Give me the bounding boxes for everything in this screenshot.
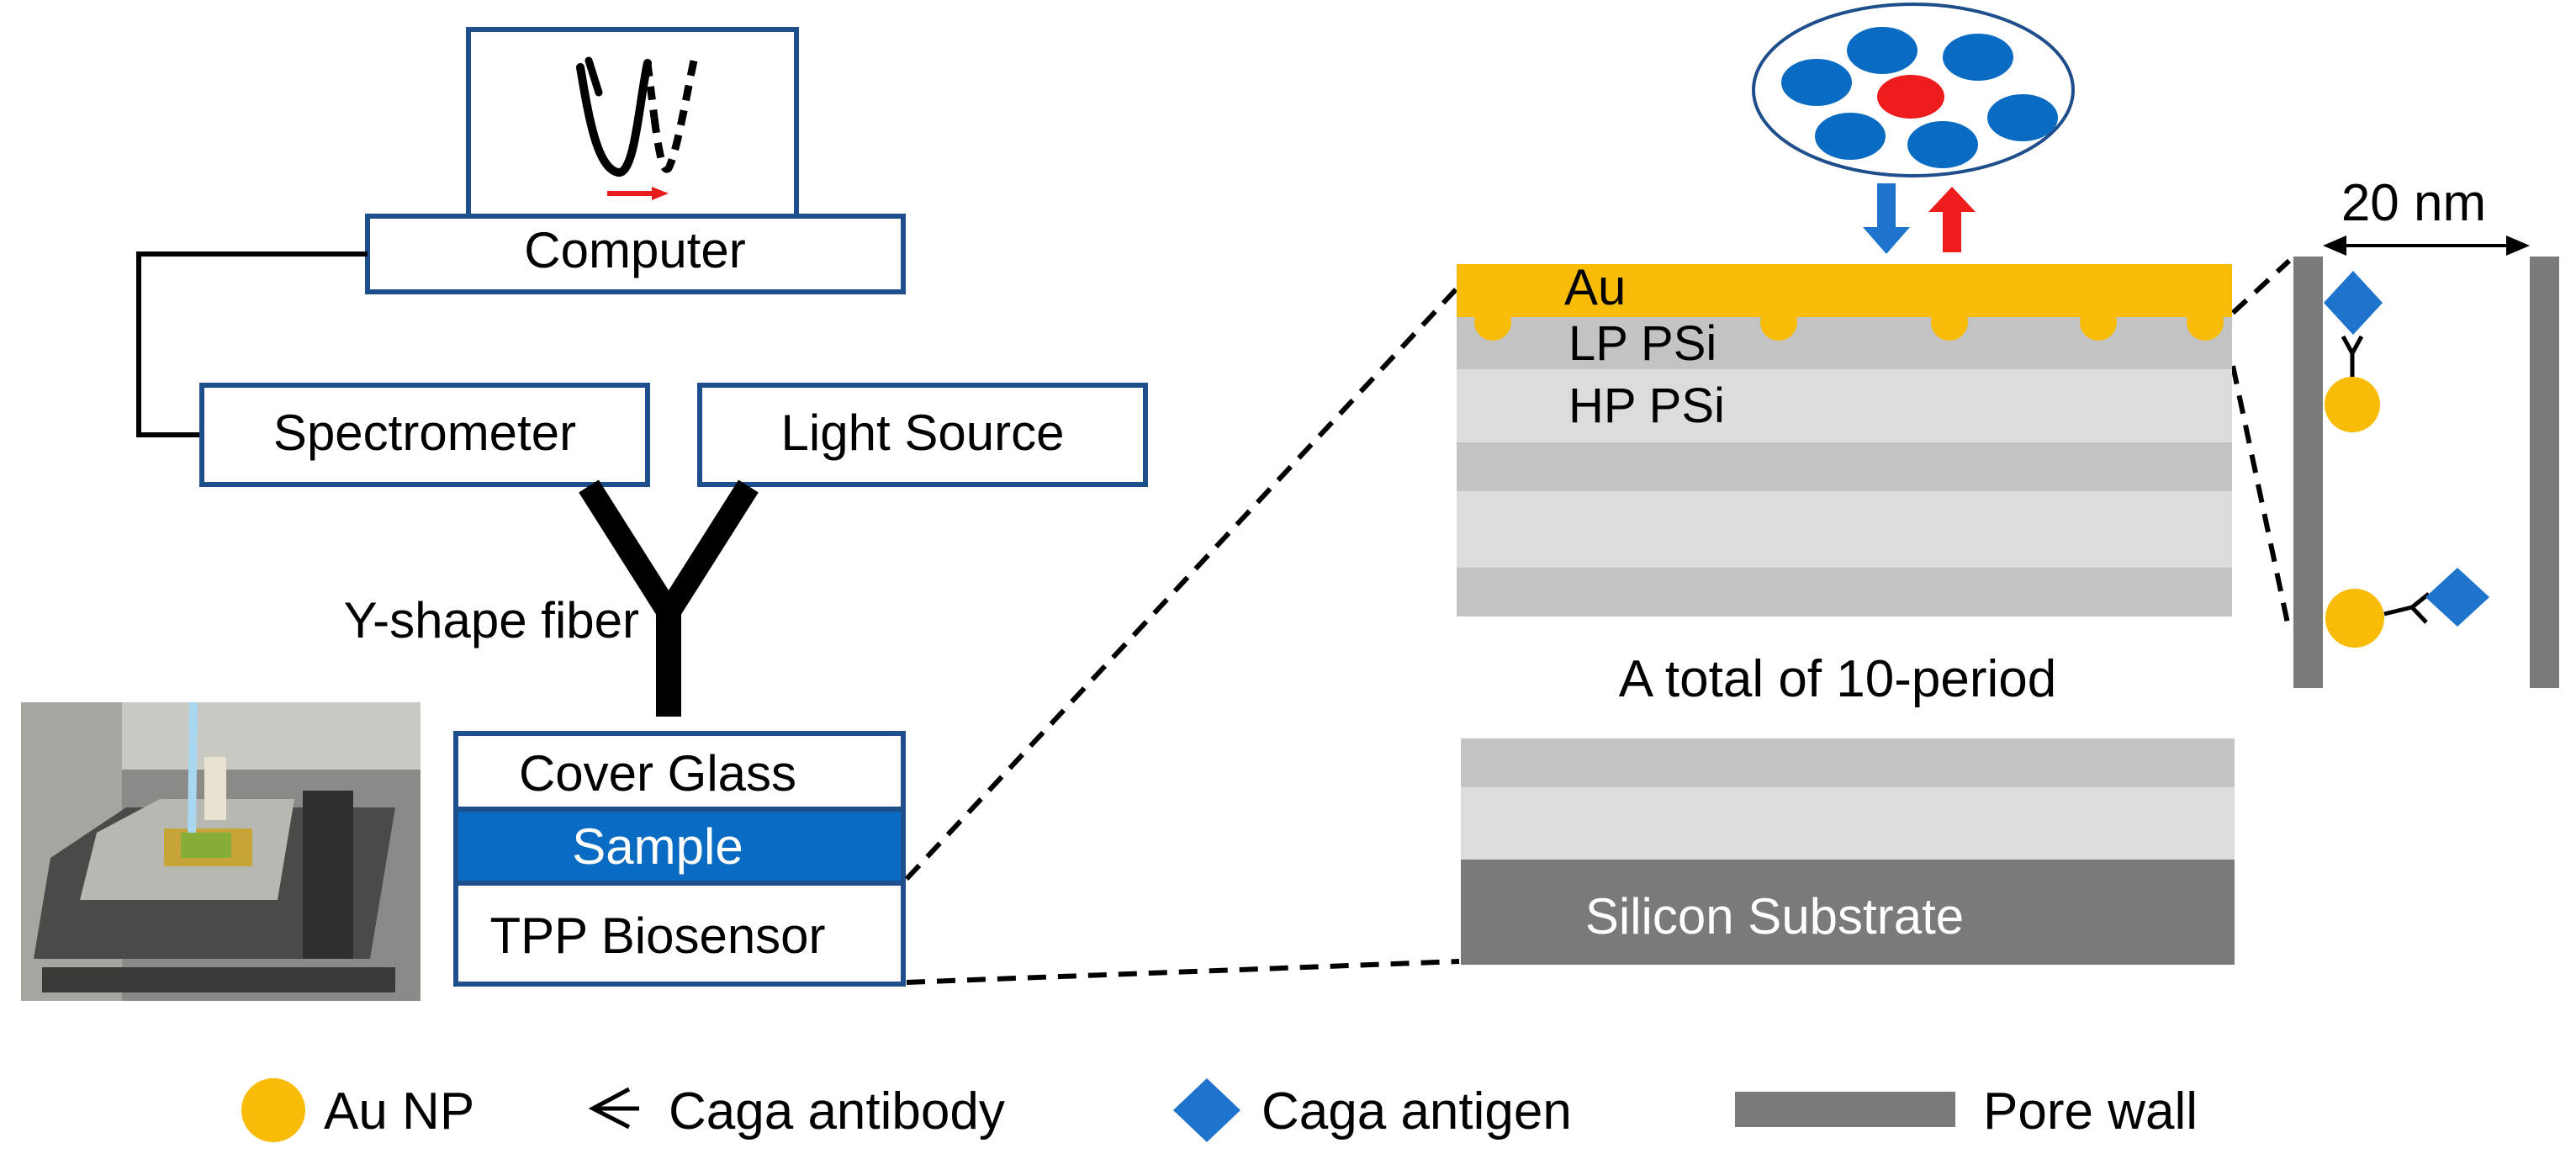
legend-au-np-label: Au NP [324, 1082, 474, 1140]
light-source-label: Light Source [781, 405, 1065, 461]
sample-box [453, 807, 906, 886]
monitor-box [466, 27, 799, 221]
spectrometer-box [199, 383, 650, 487]
instrument-photo [21, 701, 421, 1001]
layer-stack: Au LP PSi HP PSi A total of 10-period Si… [1457, 3, 2235, 965]
legend-antibody-icon [588, 1087, 639, 1130]
bound-complex-lower [2325, 568, 2489, 648]
au-np-icon [2325, 377, 2380, 432]
antibody-icon [2341, 335, 2364, 377]
sample-label: Sample [572, 818, 743, 875]
period-note: A total of 10-period [1619, 650, 2056, 708]
legend-antigen-label: Caga antigen [1262, 1082, 1572, 1140]
biosensor-box [453, 881, 906, 987]
y-fiber-icon [579, 479, 759, 717]
au-np-row [1474, 304, 2224, 341]
legend-antigen-icon [1173, 1078, 1240, 1142]
legend: Au NP Caga antibody Caga antigen Pore wa… [241, 1078, 2198, 1142]
hp-psi-layer [1457, 369, 2232, 442]
pore-wall-left [2293, 257, 2323, 688]
lp-psi-layer-bottom [1461, 738, 2235, 787]
scale-bar [2323, 236, 2530, 256]
pore-wall-right [2530, 257, 2559, 688]
light-source-box [697, 383, 1148, 487]
cable [136, 251, 368, 437]
hp-psi-label: HP PSi [1568, 378, 1725, 433]
spectrometer-label: Spectrometer [273, 405, 576, 461]
antigen-icon [2324, 271, 2383, 335]
lp-psi-label: LP PSi [1568, 316, 1716, 371]
binding-arrows-icon [1863, 183, 1976, 254]
substrate-label: Silicon Substrate [1585, 888, 1964, 945]
analyte-cluster [1752, 3, 2075, 177]
biosensor-label: TPP Biosensor [489, 908, 825, 964]
computer-label: Computer [524, 222, 745, 278]
cover-glass-label: Cover Glass [519, 745, 796, 802]
hp-psi-layer-bottom [1461, 787, 2235, 860]
lp-psi-layer-2 [1457, 442, 2232, 491]
au-np-icon-lower [2325, 589, 2384, 648]
legend-pore-wall-icon [1735, 1092, 1955, 1127]
antibody-icon-lower [2383, 592, 2431, 624]
hp-psi-layer-2 [1457, 491, 2232, 568]
legend-au-np-icon [241, 1078, 305, 1142]
computer-box [365, 214, 906, 294]
pore-detail: 20 nm [2293, 174, 2559, 688]
bound-complex-upper [2324, 271, 2383, 432]
legend-antibody-label: Caga antibody [669, 1082, 1005, 1140]
fiber-label: Y-shape fiber [344, 592, 639, 648]
optical-setup: Computer Spectrometer Light Source Y-sha… [21, 27, 1148, 1001]
antigen-icon-lower [2425, 568, 2489, 627]
spectrum-shift-icon [576, 56, 698, 200]
cover-glass-box [453, 731, 906, 812]
silicon-substrate [1461, 860, 2235, 965]
scale-label: 20 nm [2341, 174, 2486, 232]
lp-psi-layer-3 [1457, 568, 2232, 617]
au-label: Au [1564, 259, 1626, 315]
zoom-lines [904, 258, 2292, 985]
legend-pore-wall-label: Pore wall [1983, 1082, 2198, 1140]
